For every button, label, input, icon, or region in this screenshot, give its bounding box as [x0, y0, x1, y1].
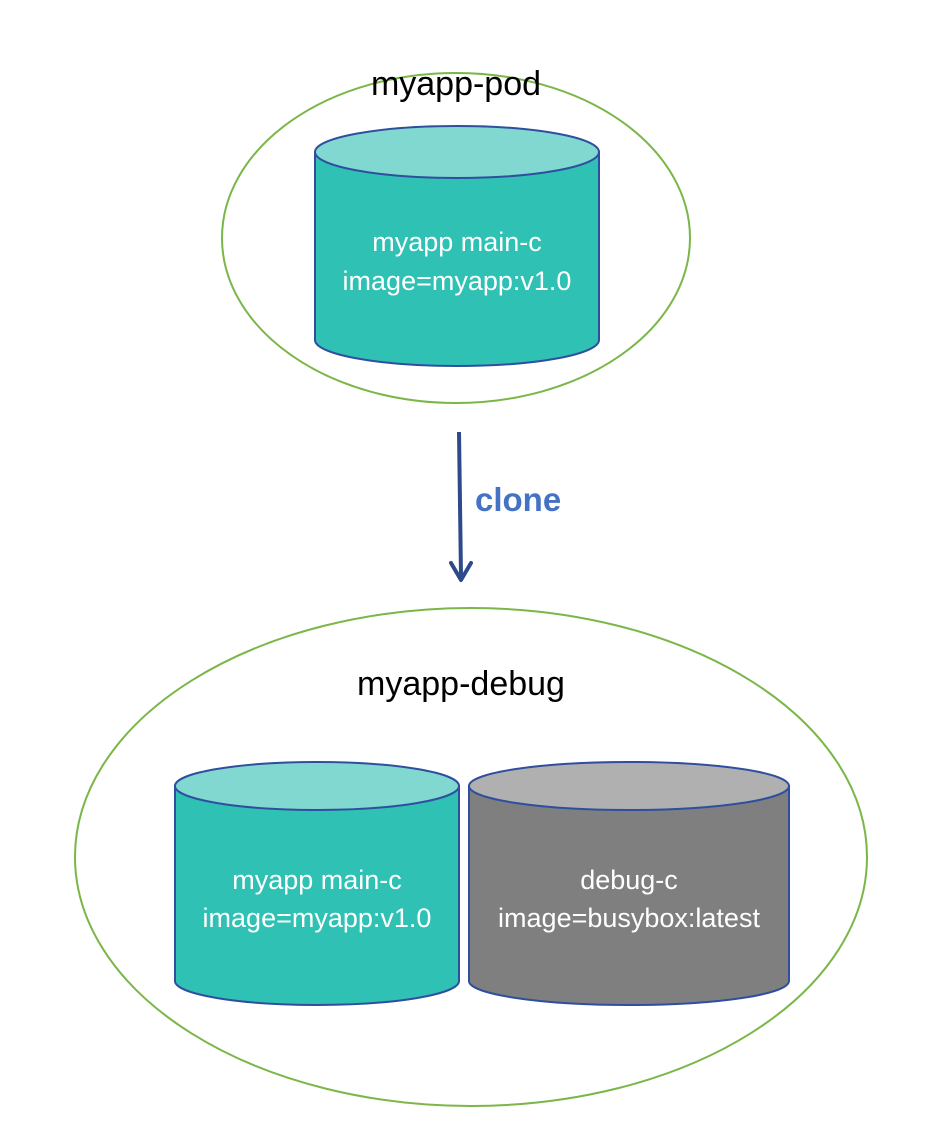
debug-main-container-name: myapp main-c — [232, 865, 402, 895]
debug-pod: myapp-debug myapp main-c image=myapp:v1.… — [74, 607, 868, 1107]
debug-c-container: debug-c image=busybox:latest — [468, 761, 790, 1006]
debug-main-container-image: image=myapp:v1.0 — [203, 903, 432, 933]
source-main-container-name: myapp main-c — [372, 227, 542, 257]
source-main-container: myapp main-c image=myapp:v1.0 — [314, 125, 600, 367]
arrow-down-icon — [449, 431, 473, 582]
clone-label: clone — [475, 481, 561, 518]
debug-c-container-top — [468, 761, 790, 811]
source-main-container-top — [314, 125, 600, 179]
debug-pod-boundary — [74, 607, 868, 1107]
debug-main-container-body — [174, 785, 460, 1006]
source-main-container-body — [314, 151, 600, 367]
source-pod-title: myapp-pod — [371, 65, 541, 103]
debug-main-container: myapp main-c image=myapp:v1.0 — [174, 761, 460, 1006]
source-pod: myapp-pod myapp main-c image=myapp:v1.0 — [221, 65, 691, 404]
source-pod-boundary — [221, 72, 691, 404]
debug-c-container-image: image=busybox:latest — [498, 903, 760, 933]
debug-main-container-top — [174, 761, 460, 811]
clone-edge: clone — [449, 431, 561, 582]
debug-c-container-body — [468, 785, 790, 1006]
debug-pod-title: myapp-debug — [357, 665, 565, 703]
debug-c-container-name: debug-c — [580, 865, 678, 895]
source-main-container-image: image=myapp:v1.0 — [343, 266, 572, 296]
